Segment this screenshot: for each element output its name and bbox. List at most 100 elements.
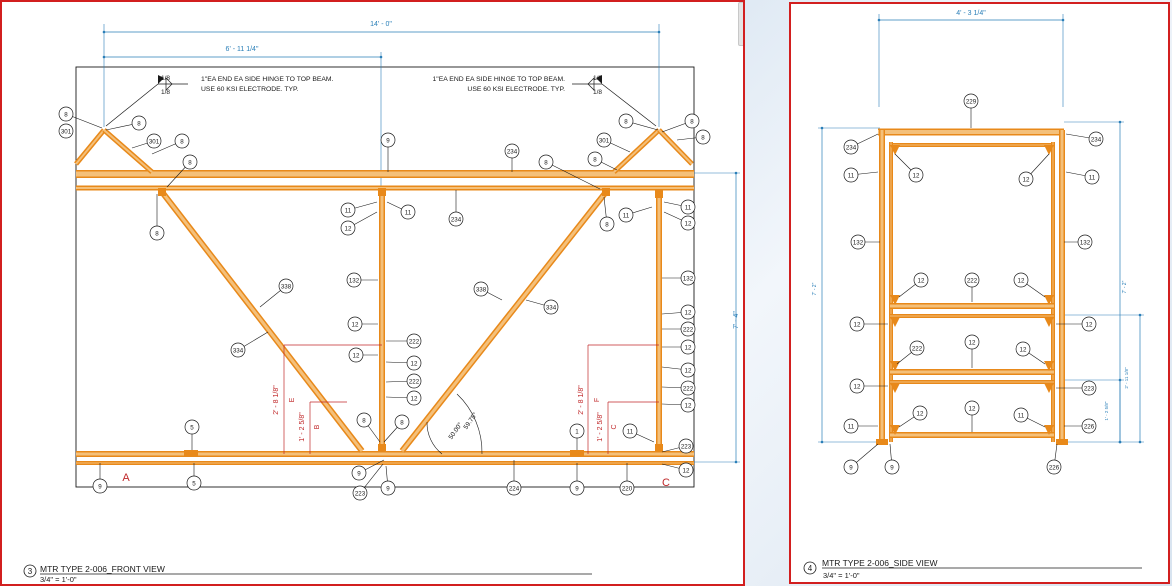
- front-callout-tag-38-label: 12: [685, 367, 692, 374]
- side-callout-tag-8-label: 132: [1080, 239, 1091, 246]
- front-callout-tag-48: [622, 423, 638, 439]
- front-callout-tag-38: [680, 362, 696, 378]
- front-callout-tag-39-label: 222: [683, 385, 694, 392]
- front-callout-tag-37: [680, 339, 696, 355]
- side-callout-tag-18: [1081, 380, 1097, 396]
- front-callout-tag-24-label: 338: [281, 283, 292, 290]
- front-callout-tag-42: [394, 414, 410, 430]
- front-callout-tag-23-label: 132: [349, 277, 360, 284]
- side-callout-tag-5: [1018, 171, 1034, 187]
- side-gusset-plate: [1044, 317, 1054, 327]
- front-callout-tag-36: [680, 321, 696, 337]
- front-callout-tag-34-label: 132: [683, 275, 694, 282]
- side-gusset-plate: [890, 317, 900, 327]
- front-callout-tag-19: [695, 129, 711, 145]
- front-callout-tag-22-label: 12: [685, 220, 692, 227]
- front-weld-note-left-1: 1"EA END EA SIDE HINGE TO TOP BEAM.: [201, 76, 334, 83]
- front-callout-tag-1-label: 8: [137, 120, 141, 127]
- front-callout-tag-51: [678, 462, 694, 478]
- side-callout-tag-6-label: 11: [1089, 174, 1096, 181]
- front-weld-note-left-2: USE 60 KSI ELECTRODE. TYP.: [201, 86, 299, 93]
- side-view-number-circle: [803, 561, 817, 575]
- side-callout-tag-20: [912, 405, 928, 421]
- side-view-number: 4: [808, 564, 813, 573]
- front-callout-tag-40-label: 12: [685, 402, 692, 409]
- front-callout-tag-32: [543, 299, 559, 315]
- side-dim-mid-2: 1' - 2 5/8": [1104, 401, 1109, 420]
- front-callout-tag-14: [599, 216, 615, 232]
- front-callout-tag-24: [278, 278, 294, 294]
- front-callout-tag-3-label: 301: [149, 138, 160, 145]
- front-angle-1: 59.75°: [462, 411, 480, 431]
- front-dim-partial-width: 6' - 11 1/4": [226, 46, 259, 53]
- side-callout-tag-19: [964, 400, 980, 416]
- side-callout-tag-4-label: 12: [913, 172, 920, 179]
- side-callout-tag-20-label: 12: [917, 410, 924, 417]
- side-callout-tag-26: [1046, 459, 1062, 475]
- front-weld-size-left-bottom: 1/8: [161, 89, 170, 96]
- side-callout-tag-14-label: 222: [912, 345, 923, 352]
- side-gusset-plate: [1044, 295, 1054, 305]
- side-callout-tag-24: [843, 459, 859, 475]
- front-callout-tag-5: [182, 154, 198, 170]
- front-callout-tag-7: [380, 132, 396, 148]
- front-callout-tag-55: [619, 480, 635, 496]
- side-callout-tag-1: [843, 139, 859, 155]
- front-callout-tag-42-label: 8: [400, 419, 404, 426]
- front-callout-tag-52-label: 223: [355, 490, 366, 497]
- weld-flag: [158, 75, 164, 84]
- front-callout-tag-26-label: 12: [352, 321, 359, 328]
- side-callout-tag-0: [963, 93, 979, 109]
- front-callout-tag-12-label: 234: [451, 216, 462, 223]
- front-callout-tag-16-label: 301: [599, 137, 610, 144]
- front-callout-tag-46-label: 1: [575, 428, 579, 435]
- front-callout-tag-51-label: 12: [683, 467, 690, 474]
- front-callout-tag-39: [680, 380, 696, 396]
- side-gusset-plate: [1044, 361, 1054, 371]
- front-weld-note-right-1: 1"EA END EA SIDE HINGE TO TOP BEAM.: [433, 76, 566, 83]
- side-gusset-plate: [1044, 425, 1054, 435]
- front-callout-tag-8-label: 11: [345, 207, 352, 214]
- front-callout-tag-28-label: 12: [353, 352, 360, 359]
- front-callout-tag-29: [406, 355, 422, 371]
- front-callout-tag-55-label: 220: [622, 485, 633, 492]
- side-callout-tag-4: [908, 167, 924, 183]
- front-callout-tag-35: [680, 304, 696, 320]
- front-callout-tag-21: [680, 199, 696, 215]
- front-dim-e-letter: E: [289, 397, 296, 402]
- front-callout-tag-36-label: 222: [683, 326, 694, 333]
- side-gusset-plate: [890, 295, 900, 305]
- front-dim-e: 2' - 8 1/8": [273, 385, 280, 415]
- front-callout-tag-37-label: 12: [685, 344, 692, 351]
- side-callout-tag-21: [1013, 407, 1029, 423]
- side-callout-tag-5-label: 12: [1023, 176, 1030, 183]
- front-gusset-plate: [378, 444, 386, 452]
- front-view-number: 3: [28, 567, 33, 576]
- front-callout-tag-27-label: 222: [409, 338, 420, 345]
- front-callout-tag-10: [340, 220, 356, 236]
- front-callout-tag-41-label: 8: [362, 417, 366, 424]
- side-callout-tag-11: [1013, 272, 1029, 288]
- side-dim-width: 4' - 3 1/4": [956, 10, 986, 17]
- side-base-plate: [1056, 439, 1068, 445]
- front-weld-size-left-top: 1/8: [161, 75, 170, 82]
- front-callout-tag-25-label: 334: [233, 347, 244, 354]
- front-callout-tag-4: [174, 133, 190, 149]
- front-dim-b-letter: B: [314, 424, 321, 429]
- front-callout-tag-15-label: 8: [593, 156, 597, 163]
- side-callout-tag-23: [1081, 418, 1097, 434]
- scrollbar[interactable]: [738, 2, 743, 46]
- side-callout-tag-15-label: 12: [969, 339, 976, 346]
- front-callout-tag-29-label: 12: [411, 360, 418, 367]
- front-callout-tag-49-label: 223: [681, 443, 692, 450]
- front-gusset-plate: [655, 444, 663, 452]
- front-callout-tag-4-label: 8: [180, 138, 184, 145]
- front-base-plate: [570, 450, 584, 456]
- front-callout-tag-40: [680, 397, 696, 413]
- front-dim-f-letter: F: [594, 398, 601, 402]
- side-callout-tag-7-label: 132: [853, 239, 864, 246]
- front-weld-note-right-2: USE 60 KSI ELECTRODE. TYP.: [467, 86, 565, 93]
- side-callout-tag-13-label: 12: [1086, 321, 1093, 328]
- side-gusset-plate: [890, 145, 900, 155]
